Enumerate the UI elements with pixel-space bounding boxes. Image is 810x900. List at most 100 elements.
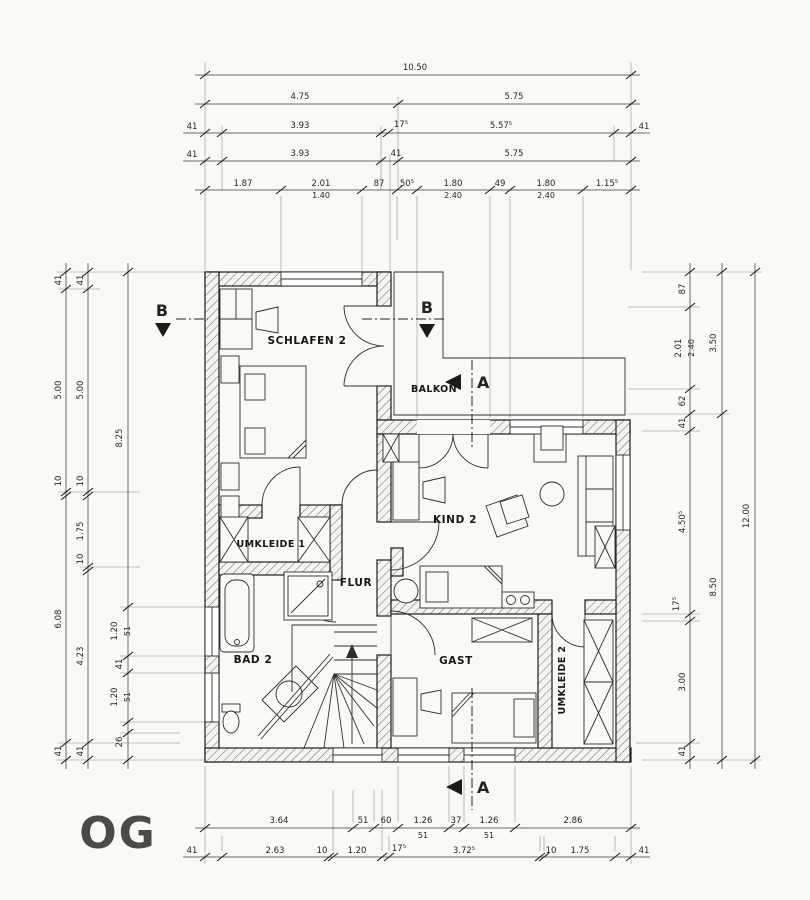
dim-label: 41 — [639, 846, 650, 856]
double-bed — [239, 365, 307, 459]
room-label-schlafen2: SCHLAFEN 2 — [268, 335, 347, 347]
dim-label: 41 — [54, 275, 64, 286]
section-a-arrow-bottom — [446, 779, 462, 795]
room-label-balkon: BALKON — [411, 384, 457, 395]
nightstand-2 — [220, 462, 240, 491]
furniture — [219, 288, 616, 749]
dim-label: 41 — [187, 122, 198, 132]
dim-label: 41 — [187, 150, 198, 160]
dim-label: 1.75 — [571, 846, 590, 856]
door-kind2 — [390, 521, 440, 571]
dim-label: 10 — [546, 846, 557, 856]
dim-label: 5.75 — [505, 92, 524, 102]
wall-stub-kind2 — [390, 547, 404, 577]
dim-label: 1.80 — [537, 179, 556, 189]
windows — [204, 271, 631, 763]
section-b-label-right: B — [421, 298, 433, 317]
dim-label: 41 — [639, 122, 650, 132]
chair-kind2-top — [533, 425, 567, 463]
window-bottom-gast-1 — [397, 747, 450, 763]
dim-label: 1.26 — [414, 816, 433, 826]
dim-sublabel: 2.40 — [537, 191, 555, 200]
dim-label: 41 — [115, 659, 125, 670]
dim-label: 37 — [451, 816, 462, 826]
chair-gast — [420, 689, 442, 715]
door-schlafen2 — [341, 469, 378, 506]
door-umkleide2 — [551, 613, 586, 648]
wardrobe-umkleide1-left — [219, 516, 249, 563]
dim-label: 1.20 — [110, 688, 120, 707]
dim-label: 41 — [678, 418, 688, 429]
room-label-kind2: KIND 2 — [433, 514, 477, 526]
wc — [221, 703, 241, 734]
dim-label: 3.93 — [291, 149, 310, 159]
room-label-umkleide2: UMKLEIDE 2 — [557, 646, 568, 715]
section-a-label-bottom: A — [477, 778, 490, 797]
dim-label: 3.64 — [270, 816, 289, 826]
wall-flur-left — [329, 504, 343, 581]
dim-sublabel: 2.40 — [687, 339, 696, 357]
dim-label: 3.93 — [291, 121, 310, 131]
dim-sublabel: 51 — [418, 831, 428, 840]
window-right-kind2 — [615, 454, 631, 531]
window-left-bad2-lower — [204, 672, 220, 723]
dim-label: 1.20 — [348, 846, 367, 856]
dim-label: 4.75 — [291, 92, 310, 102]
dim-label: 60 — [381, 816, 392, 826]
dim-label: 41 — [678, 746, 688, 757]
wardrobe-schlafen2 — [219, 288, 253, 350]
wall-spine-c — [376, 654, 392, 749]
dim-label: 10 — [317, 846, 328, 856]
dim-label: 3.72⁵ — [453, 846, 475, 856]
dim-label: 3.50 — [709, 334, 719, 353]
dim-label: 41 — [54, 746, 64, 757]
door-umkleide1 — [261, 466, 301, 506]
dim-label: 8.25 — [115, 429, 125, 448]
dim-label: 17⁵ — [392, 844, 406, 854]
dim-label: 41 — [76, 275, 86, 286]
page-title: OG — [79, 808, 157, 859]
bed-kind2 — [419, 565, 503, 609]
room-label-gast: GAST — [439, 655, 473, 667]
room-label-flur: FLUR — [340, 577, 373, 589]
wardrobe-kind2-right — [594, 525, 616, 569]
dim-label: 41 — [187, 846, 198, 856]
dim-label: 1.80 — [444, 179, 463, 189]
dim-label: 10 — [54, 476, 64, 487]
dim-label: 2.01 — [312, 179, 331, 189]
table-kind2 — [485, 494, 530, 538]
bathtub — [219, 573, 255, 653]
dim-label: 2.01 — [674, 339, 684, 358]
door-balcony-schlafen2 — [343, 305, 385, 387]
dresser-schlafen2 — [220, 495, 240, 519]
dim-sublabel: 2.40 — [444, 191, 462, 200]
dim-label: 1.87 — [234, 179, 253, 189]
dim-label: 87 — [678, 284, 688, 295]
desk-gast — [392, 677, 418, 737]
wall-spine-b — [376, 559, 392, 617]
sink-counter — [501, 591, 535, 609]
desk-kind2 — [392, 461, 420, 521]
dim-label: 6.08 — [54, 610, 64, 629]
section-b-arrow-left — [155, 323, 171, 337]
room-label-bad2: BAD 2 — [234, 654, 273, 666]
washbasin-kind2 — [393, 578, 419, 604]
stool-kind2 — [539, 481, 565, 507]
dim-label: 4.50⁵ — [678, 511, 688, 533]
dim-label: 3.00 — [678, 673, 688, 692]
section-markers: B B A A — [155, 298, 490, 810]
dim-label: 17⁵ — [394, 120, 408, 130]
washbasin-bad2 — [261, 665, 319, 723]
chair-schlafen2 — [255, 306, 279, 334]
nightstand-1 — [220, 355, 240, 384]
dim-label: 10 — [76, 476, 86, 487]
bed-gast — [451, 692, 537, 744]
section-a-arrow-top — [445, 374, 461, 390]
stairs — [257, 624, 378, 749]
wardrobe-gast — [471, 617, 533, 643]
room-label-umkleide1: UMKLEIDE 1 — [237, 539, 306, 550]
dim-label: 26 — [115, 737, 125, 748]
section-b-label-left: B — [156, 301, 168, 320]
dim-label: 5.57⁵ — [490, 121, 512, 131]
